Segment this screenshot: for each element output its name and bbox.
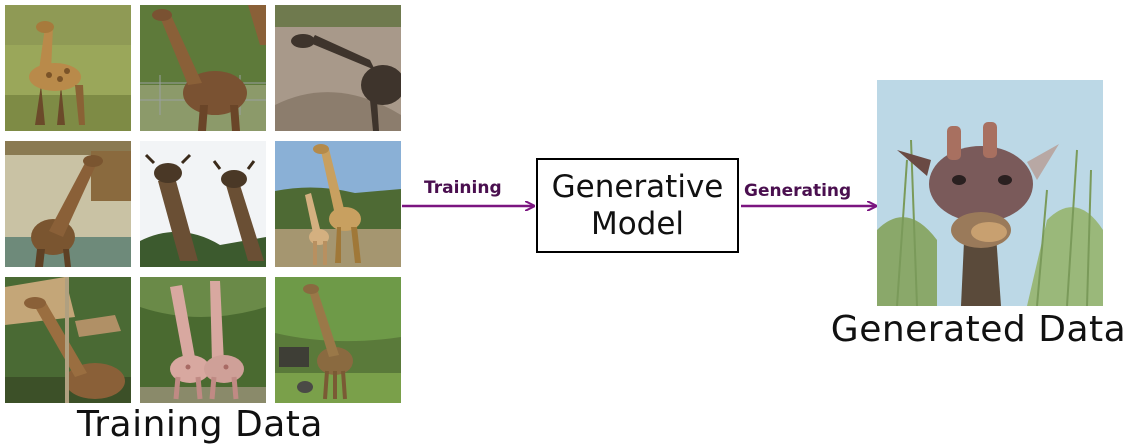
training-image-grid [5,5,401,403]
training-edge-label: Training [424,178,502,198]
model-title-line1: Generative [551,168,724,205]
giraffe-umbrella-photo [5,277,131,403]
giraffe-pair-savanna-photo [275,141,401,267]
giraffe-pink-pair-photo [140,277,266,403]
generated-data-caption: Generated Data [830,309,1127,350]
giraffe-fence-photo [140,5,266,131]
giraffe-shadow-photo [275,5,401,131]
generative-model-box: Generative Model [536,158,739,253]
giraffe-heads-photo [140,141,266,267]
giraffe-grass-photo [5,5,131,131]
model-title-line2: Model [590,205,685,242]
generating-edge-label: Generating [744,181,852,201]
giraffe-indoor-photo [5,141,131,267]
giraffe-lawn-photo [275,277,401,403]
training-data-caption: Training Data [77,404,323,445]
generated-giraffe-photo [877,80,1103,306]
